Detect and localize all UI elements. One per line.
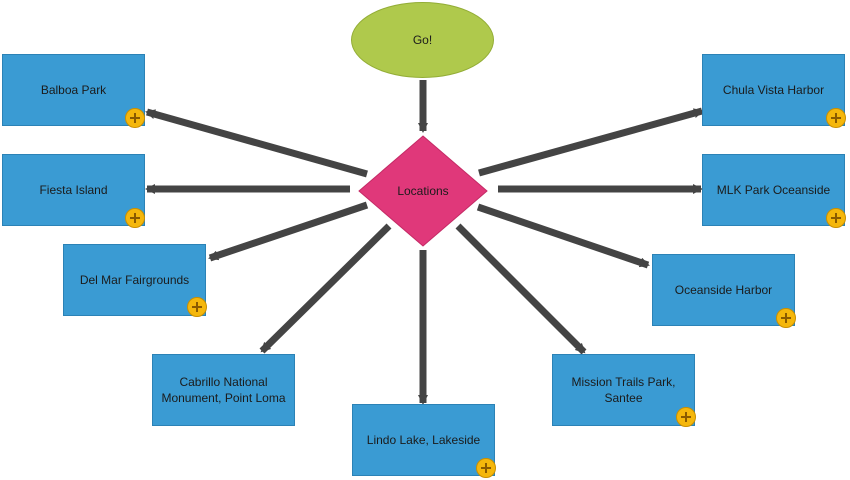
node-chula-vista-harbor[interactable]: Chula Vista Harbor — [702, 54, 845, 126]
node-label: Lindo Lake, Lakeside — [366, 433, 481, 447]
node-mission-trails-park[interactable]: Mission Trails Park, Santee — [552, 354, 695, 426]
plus-circle-icon[interactable] — [826, 208, 846, 228]
decision-diamond-shape — [358, 135, 488, 247]
node-label: Cabrillo National Monument, Point Loma — [161, 375, 286, 405]
decision-node-label: Locations — [397, 184, 449, 198]
arrow-to-chula-vista — [478, 107, 704, 177]
node-label: MLK Park Oceanside — [716, 183, 831, 197]
locations-decision-node[interactable]: Locations — [358, 135, 488, 247]
node-label: Oceanside Harbor — [674, 283, 773, 297]
arrow-to-balboa-park — [145, 108, 368, 178]
node-label: Balboa Park — [40, 83, 107, 97]
plus-circle-icon[interactable] — [676, 407, 696, 427]
arrow-to-cabrillo — [259, 223, 392, 354]
plus-circle-icon[interactable] — [776, 308, 796, 328]
node-cabrillo-national-monument[interactable]: Cabrillo National Monument, Point Loma — [152, 354, 295, 426]
start-node-label: Go! — [412, 33, 433, 47]
plus-circle-icon[interactable] — [826, 108, 846, 128]
arrow-to-del-mar-fairgrounds — [208, 201, 369, 262]
arrow-to-mission-trails — [455, 223, 587, 355]
arrow-to-oceanside-harbor — [476, 203, 650, 269]
start-node[interactable]: Go! — [351, 2, 494, 78]
node-fiesta-island[interactable]: Fiesta Island — [2, 154, 145, 226]
node-oceanside-harbor[interactable]: Oceanside Harbor — [652, 254, 795, 326]
node-label: Chula Vista Harbor — [722, 83, 825, 97]
plus-circle-icon[interactable] — [125, 208, 145, 228]
plus-circle-icon[interactable] — [476, 458, 496, 478]
node-balboa-park[interactable]: Balboa Park — [2, 54, 145, 126]
node-label: Del Mar Fairgrounds — [79, 273, 190, 287]
node-label: Fiesta Island — [39, 183, 108, 197]
node-lindo-lake[interactable]: Lindo Lake, Lakeside — [352, 404, 495, 476]
node-del-mar-fairgrounds[interactable]: Del Mar Fairgrounds — [63, 244, 206, 316]
node-mlk-park-oceanside[interactable]: MLK Park Oceanside — [702, 154, 845, 226]
plus-circle-icon[interactable] — [187, 297, 207, 317]
node-label: Mission Trails Park, Santee — [571, 375, 676, 405]
plus-circle-icon[interactable] — [125, 108, 145, 128]
